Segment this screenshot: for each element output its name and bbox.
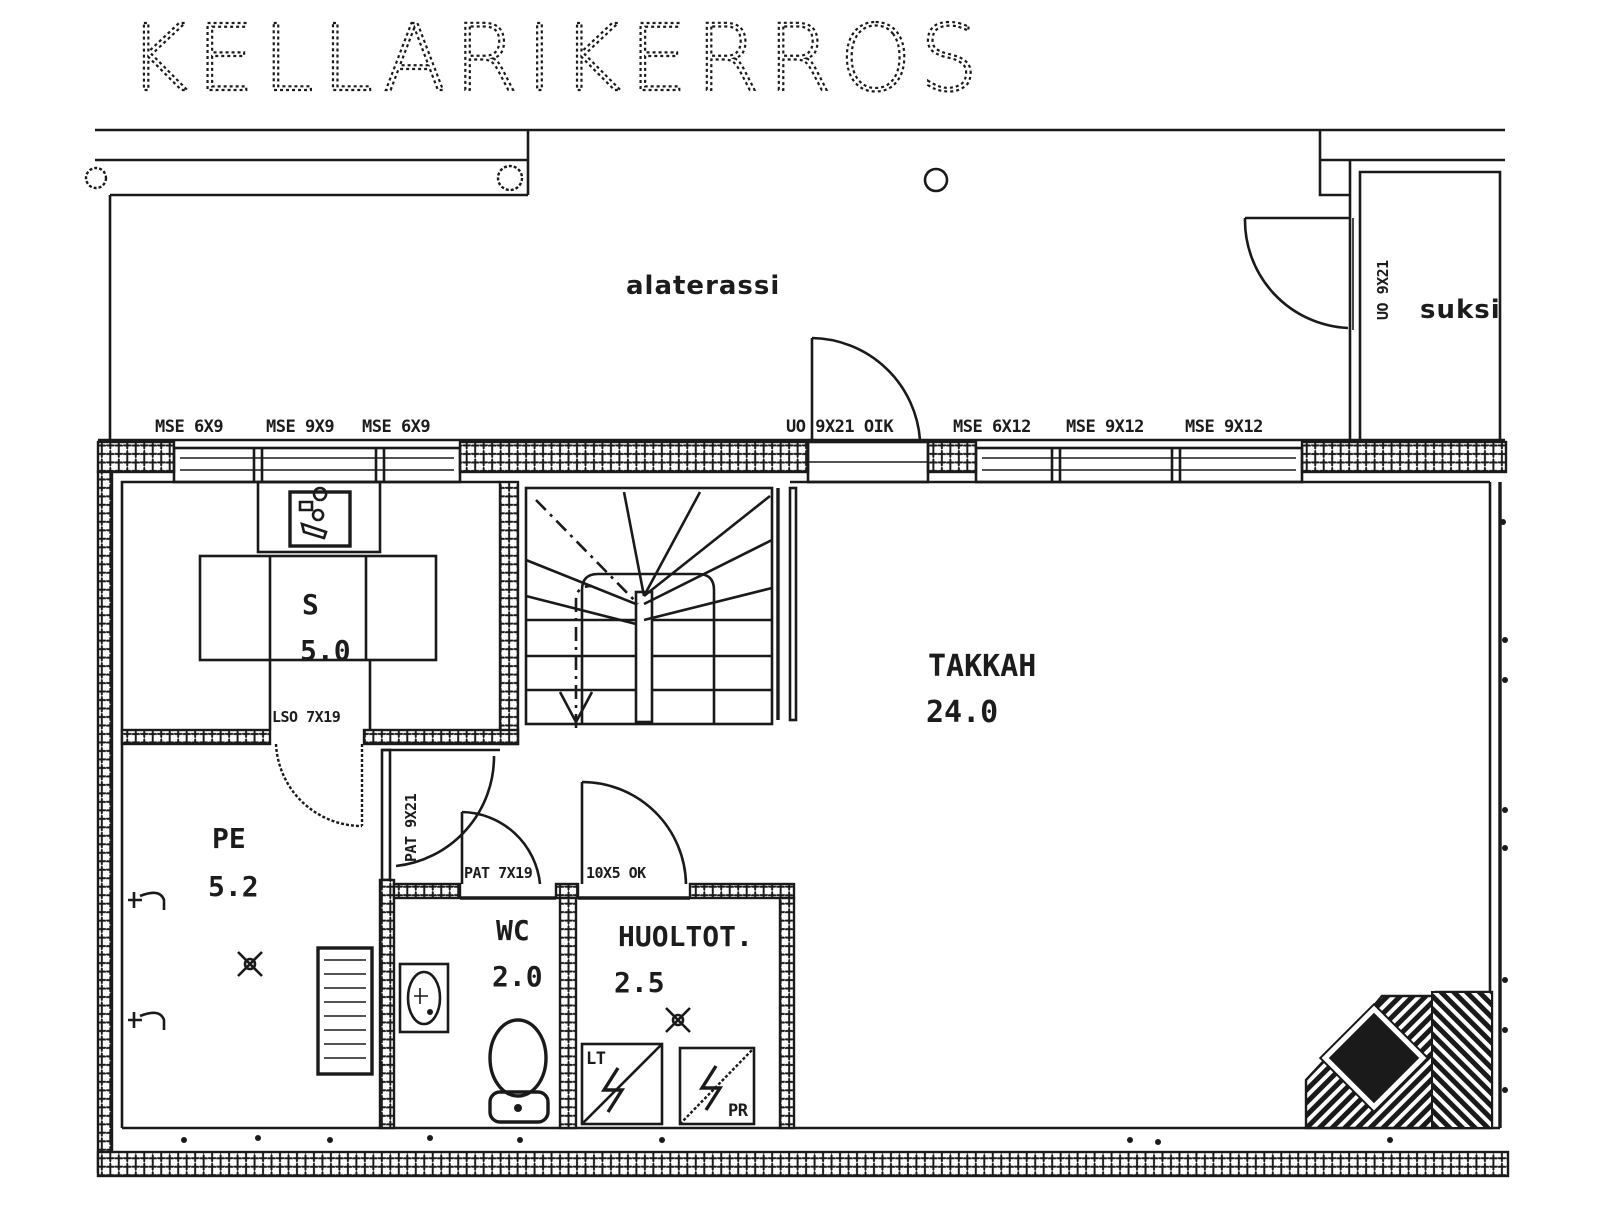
ski-door-tag: UO 9X21 xyxy=(1374,260,1392,320)
wc-door-tag: PAT 7X19 xyxy=(464,864,533,882)
room-label-wc: WC xyxy=(496,914,530,947)
room-label-sauna: S xyxy=(302,588,319,621)
pe-door-icon xyxy=(395,755,496,868)
interior-outline xyxy=(120,480,1508,1145)
room-area-pe: 5.2 xyxy=(208,870,259,903)
toilet-icon xyxy=(488,1018,550,1124)
exterior-wall-top xyxy=(96,438,1508,474)
window-tag-5: MSE 9X12 xyxy=(1066,417,1144,437)
huolto-door-icon xyxy=(580,780,688,885)
exterior-wall-bottom xyxy=(96,1150,1510,1178)
panel-label-1: LT xyxy=(586,1049,606,1069)
main-door-icon xyxy=(810,336,922,441)
exterior-wall-left xyxy=(96,470,114,1174)
interior-walls-lower xyxy=(378,748,796,1130)
electrical-panel-icon xyxy=(580,1042,756,1126)
window-tag-2: MSE 9X9 xyxy=(266,417,334,437)
sauna-walls xyxy=(120,480,520,746)
room-area-sauna: 5.0 xyxy=(300,634,351,667)
sink-icon xyxy=(398,962,450,1034)
floor-drain-icon xyxy=(237,951,691,1033)
window-tag-4: MSE 6X12 xyxy=(953,417,1031,437)
room-label-takkah: TAKKAH xyxy=(928,649,1036,684)
window-tag-1: MSE 6X9 xyxy=(155,417,223,437)
bench-icon xyxy=(316,946,374,1076)
window-tag-3: MSE 6X9 xyxy=(362,417,430,437)
wc-door-icon xyxy=(460,810,542,885)
ski-door-icon xyxy=(1243,217,1354,330)
sauna-door-icon xyxy=(274,743,364,828)
door-tag-main: UO 9X21 OIK xyxy=(786,417,894,437)
fireplace-icon xyxy=(1304,990,1494,1130)
window-tag-6: MSE 9X12 xyxy=(1185,417,1263,437)
room-label-huoltot: HUOLTOT. xyxy=(618,920,753,953)
room-label-pe: PE xyxy=(212,822,246,855)
room-area-huoltot: 2.5 xyxy=(614,966,665,999)
pe-door-tag: PAT 9X21 xyxy=(402,793,420,862)
terrace-outline xyxy=(84,128,1505,440)
room-area-takkah: 24.0 xyxy=(926,695,998,730)
room-area-wc: 2.0 xyxy=(492,960,543,993)
room-label-ski: suksi xyxy=(1420,295,1501,325)
huolto-door-tag: 10X5 OK xyxy=(586,864,646,882)
drain-icon xyxy=(923,167,949,193)
staircase-icon xyxy=(524,486,798,728)
room-label-terrace: alaterassi xyxy=(626,271,780,301)
panel-label-2: PR xyxy=(728,1101,749,1121)
shower-icon xyxy=(128,891,166,1030)
plan-title: KELLARIKERROS xyxy=(128,5,986,112)
sauna-door-tag: LSO 7X19 xyxy=(272,708,341,726)
